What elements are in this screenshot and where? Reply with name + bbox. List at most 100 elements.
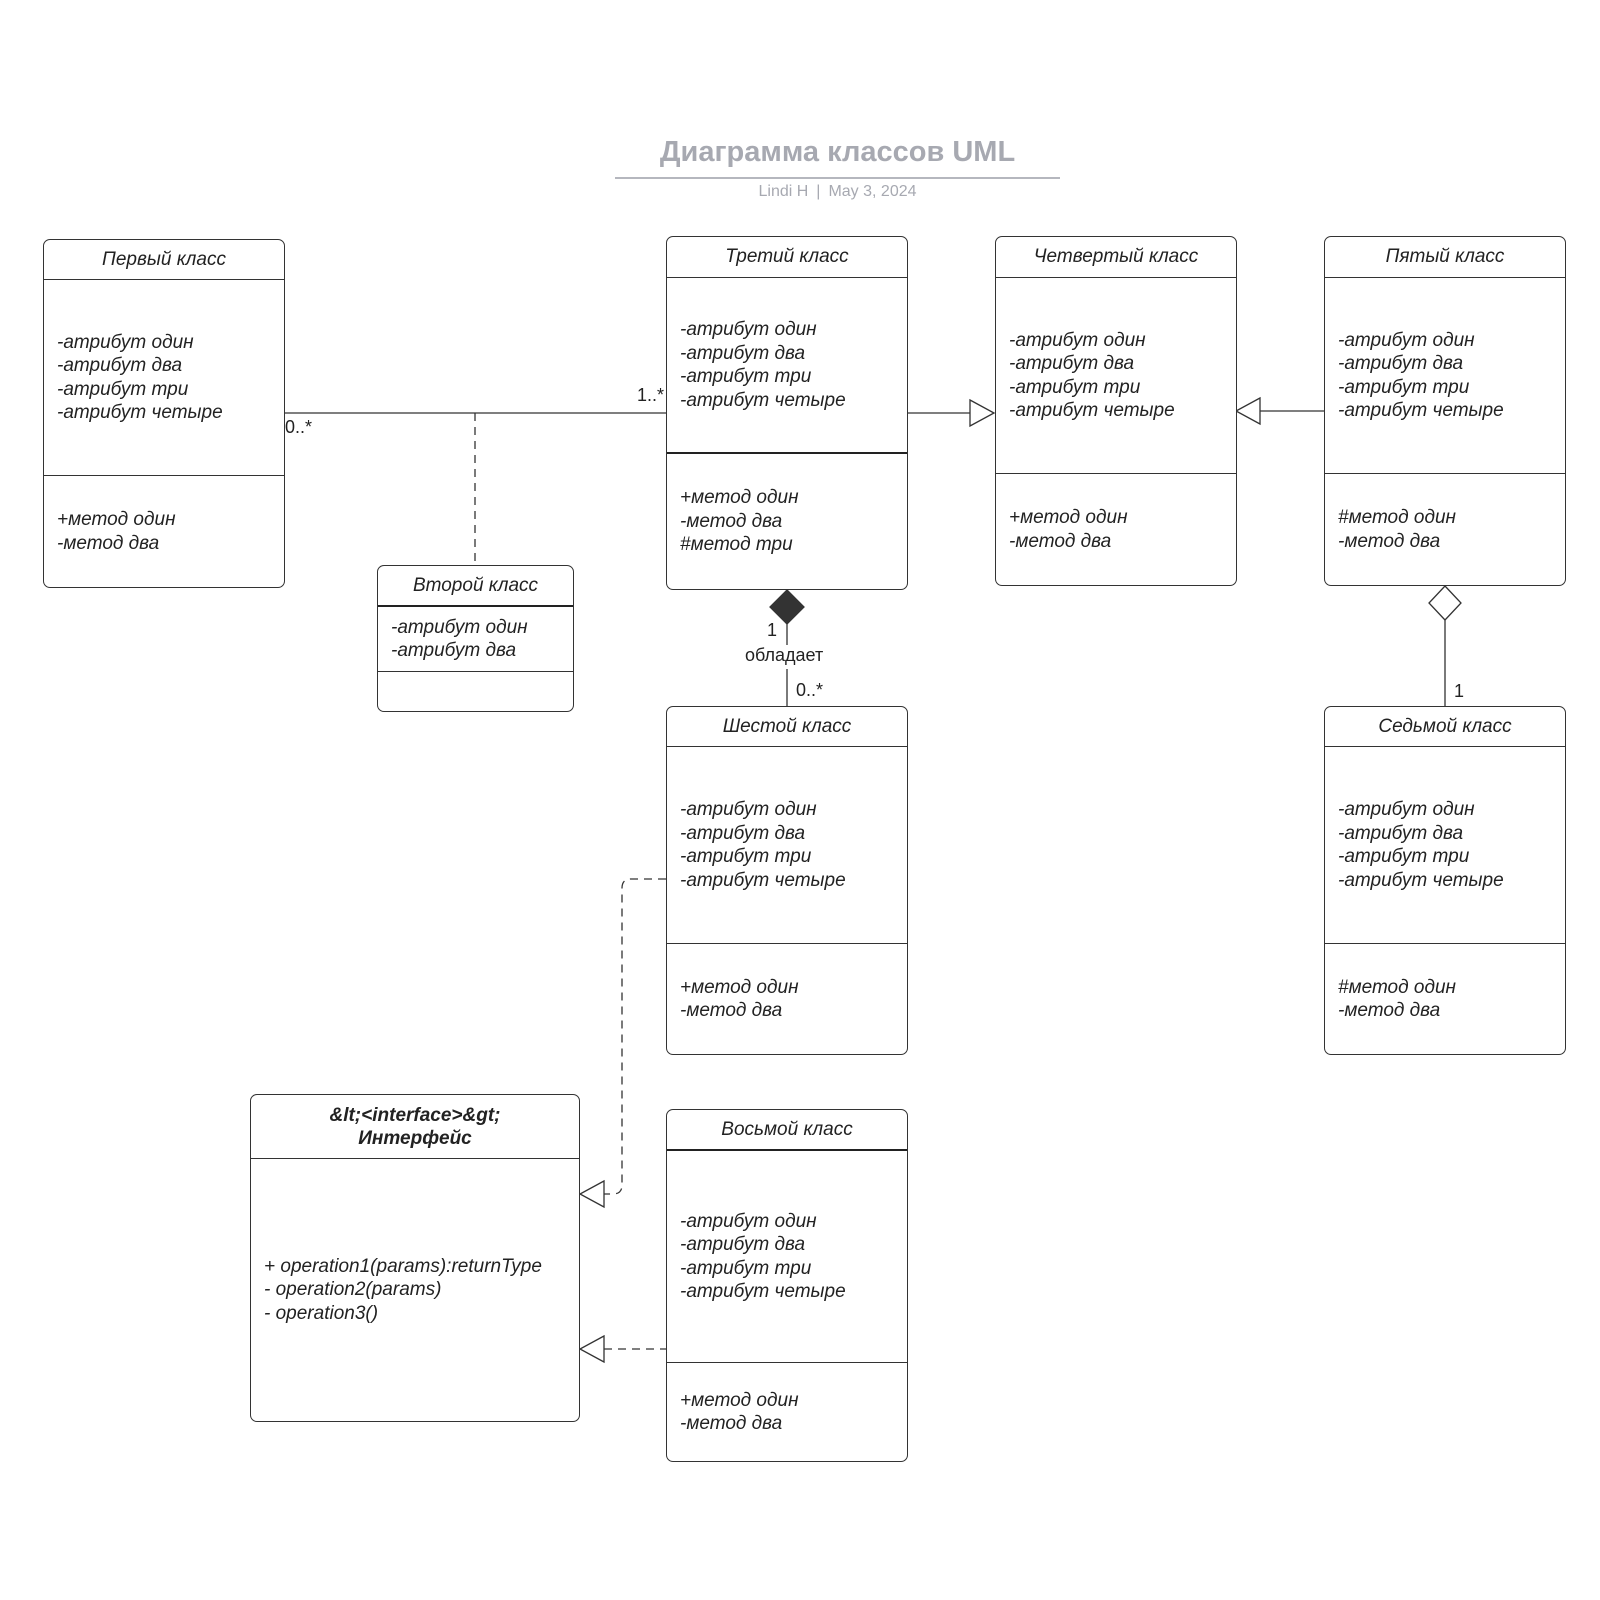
attribute: -атрибут три	[1009, 376, 1141, 398]
attributes-section: -атрибут один -атрибут два -атрибут три …	[1325, 278, 1565, 473]
method: +метод один	[680, 976, 799, 998]
attribute: -атрибут два	[1338, 822, 1464, 844]
attributes-section: -атрибут один -атрибут два -атрибут три …	[667, 278, 907, 452]
aggregation-diamond	[1428, 585, 1462, 621]
attributes-section: -атрибут один -атрибут два	[378, 607, 573, 671]
class-fourth[interactable]: Четвертый класс -атрибут один -атрибут д…	[995, 236, 1237, 586]
attribute: -атрибут два	[680, 342, 806, 364]
composition-diamond	[769, 589, 805, 625]
composition-label: обладает	[745, 645, 824, 665]
attribute: -атрибут два	[680, 822, 806, 844]
attribute: -атрибут три	[680, 1257, 812, 1279]
attribute: -атрибут один	[1009, 329, 1146, 351]
method: -метод два	[57, 532, 160, 554]
method: +метод один	[57, 509, 176, 530]
attribute: -атрибут четыре	[1338, 869, 1504, 891]
attribute: -атрибут один	[57, 331, 194, 353]
attribute: -атрибут один	[1338, 329, 1475, 351]
attribute: -атрибут три	[680, 846, 812, 867]
interface-stereotype: &lt;<interface>&gt;	[329, 1104, 501, 1126]
multiplicity-c3: 1..*	[637, 385, 665, 405]
attribute: -атрибут четыре	[680, 1281, 846, 1302]
attribute: -атрибут три	[1338, 846, 1470, 867]
class-name: Четвертый класс	[996, 237, 1236, 278]
attributes-section: -атрибут один -атрибут два -атрибут три …	[667, 1151, 907, 1362]
attribute: -атрибут четыре	[57, 402, 223, 423]
class-name: Восьмой класс	[667, 1110, 907, 1151]
class-second[interactable]: Второй класс -атрибут один -атрибут два	[377, 565, 574, 712]
attribute: -атрибут один	[680, 319, 817, 340]
attribute: -атрибут четыре	[680, 869, 846, 891]
diagram-subtitle: Lindi H | May 3, 2024	[615, 183, 1060, 201]
method: -метод два	[1009, 530, 1112, 552]
class-third[interactable]: Третий класс -атрибут один -атрибут два …	[666, 236, 908, 590]
composition-multiplicity-part: 0..*	[796, 680, 824, 700]
methods-section: #метод один -метод два	[1325, 943, 1565, 1054]
attributes-section: -атрибут один -атрибут два -атрибут три …	[667, 747, 907, 943]
class-first[interactable]: Первый класс -атрибут один -атрибут два …	[43, 239, 285, 588]
class-name: Первый класс	[44, 240, 284, 280]
method: -метод два	[1338, 1000, 1441, 1021]
method: +метод один	[680, 1389, 799, 1411]
generalization-arrow-c4	[969, 398, 996, 428]
attributes-section: -атрибут один -атрибут два -атрибут три …	[996, 278, 1236, 473]
methods-section: +метод один -метод два	[667, 943, 907, 1054]
attribute: -атрибут три	[57, 378, 189, 400]
attributes-section: -атрибут один -атрибут два -атрибут три …	[44, 280, 284, 475]
attribute: -атрибут один	[1338, 799, 1475, 820]
class-name: Третий класс	[667, 237, 907, 278]
attribute: -атрибут три	[1338, 376, 1470, 398]
attribute: -атрибут четыре	[1009, 400, 1175, 421]
class-eighth[interactable]: Восьмой класс -атрибут один -атрибут два…	[666, 1109, 908, 1462]
method: #метод три	[680, 534, 793, 556]
class-sixth[interactable]: Шестой класс -атрибут один -атрибут два …	[666, 706, 908, 1055]
interface-header: &lt;<interface>&gt; Интерфейс	[251, 1095, 579, 1159]
diagram-title: Диаграмма классов UML	[615, 136, 1060, 179]
attribute: -атрибут два	[391, 640, 517, 661]
attribute: -атрибут один	[680, 1210, 817, 1232]
attribute: -атрибут четыре	[680, 389, 846, 411]
class-name: Шестой класс	[667, 707, 907, 747]
attribute: -атрибут четыре	[1338, 400, 1504, 421]
method: -метод два	[680, 1000, 783, 1021]
method: -метод два	[680, 510, 783, 532]
composition-multiplicity-owner: 1	[767, 620, 778, 640]
method: -метод два	[1338, 530, 1441, 552]
method: -метод два	[680, 1413, 783, 1434]
attribute: -атрибут два	[57, 355, 183, 376]
methods-section: #метод один -метод два	[1325, 473, 1565, 585]
author-name: Lindi H	[758, 183, 809, 200]
method: +метод один	[680, 487, 799, 509]
methods-section: +метод один -метод два	[667, 1362, 907, 1461]
class-seventh[interactable]: Седьмой класс -атрибут один -атрибут два…	[1324, 706, 1566, 1055]
realization-arrow-c8	[578, 1334, 605, 1364]
interface-name: Интерфейс	[358, 1127, 472, 1149]
attribute: -атрибут два	[1338, 353, 1464, 374]
class-name: Седьмой класс	[1325, 707, 1565, 747]
operation: - operation2(params)	[264, 1279, 442, 1301]
attribute: -атрибут два	[1009, 353, 1135, 374]
methods-section	[378, 671, 573, 711]
attributes-section: -атрибут один -атрибут два -атрибут три …	[1325, 747, 1565, 943]
class-fifth[interactable]: Пятый класс -атрибут один -атрибут два -…	[1324, 236, 1566, 586]
generalization-arrow-c4-right	[1234, 396, 1261, 426]
class-name: Второй класс	[378, 566, 573, 607]
attribute: -атрибут два	[680, 1234, 806, 1255]
method: +метод один	[1009, 507, 1128, 528]
method: #метод один	[1338, 507, 1456, 528]
multiplicity-c1: 0..*	[285, 417, 313, 437]
operation: - operation3()	[264, 1302, 379, 1324]
methods-section: +метод один -метод два #метод три	[667, 452, 907, 589]
interface-box[interactable]: &lt;<interface>&gt; Интерфейс + operatio…	[250, 1094, 580, 1422]
realization-line-c6	[604, 878, 666, 1195]
subtitle-separator: |	[816, 183, 821, 200]
methods-section: +метод один -метод два	[996, 473, 1236, 585]
operations-section: + operation1(params):returnType - operat…	[251, 1159, 579, 1421]
method: #метод один	[1338, 976, 1456, 998]
realization-arrow-c6	[578, 1179, 605, 1209]
attribute: -атрибут один	[680, 799, 817, 820]
attribute: -атрибут один	[391, 616, 528, 638]
diagram-date: May 3, 2024	[828, 183, 917, 200]
attribute: -атрибут три	[680, 366, 812, 387]
methods-section: +метод один -метод два	[44, 475, 284, 587]
